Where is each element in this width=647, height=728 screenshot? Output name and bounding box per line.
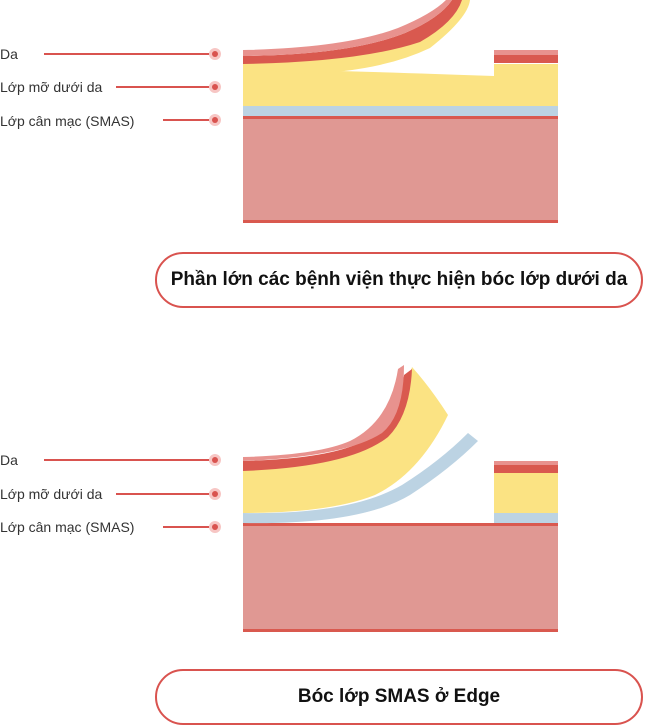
bottom-leader-fat: [116, 493, 212, 495]
top-muscle-bottom-line: [243, 220, 558, 223]
bottom-muscle-bottom-line: [243, 629, 558, 632]
bottom-muscle-top-line: [243, 523, 558, 526]
bottom-dot-fat: [209, 488, 221, 500]
bottom-right-skin-light: [494, 461, 558, 465]
bottom-peeled-skin-dark: [243, 369, 412, 471]
bottom-dot-skin: [209, 454, 221, 466]
bottom-label-fat: Lớp mỡ dưới da: [0, 486, 103, 502]
bottom-leader-skin: [44, 459, 212, 461]
top-smas-layer: [243, 106, 558, 116]
bottom-right-skin-dark: [494, 465, 558, 473]
bottom-layer-diagram: [243, 365, 558, 632]
bottom-muscle-block: [243, 523, 558, 632]
top-muscle-block: [243, 116, 558, 223]
bottom-peeled-smas: [243, 433, 478, 524]
bottom-peeled-fat: [243, 367, 448, 513]
bottom-dot-smas: [209, 521, 221, 533]
top-dot-skin: [209, 48, 221, 60]
top-dot-fat: [209, 81, 221, 93]
top-caption: Phần lớn các bệnh viện thực hiện bóc lớp…: [155, 252, 643, 308]
bottom-caption: Bóc lớp SMAS ở Edge: [155, 669, 643, 725]
top-leader-skin: [44, 53, 212, 55]
top-muscle-top-line: [243, 116, 558, 119]
top-leader-smas: [163, 119, 212, 121]
top-panel: Da Lớp mỡ dưới da Lớp cân mạc (SMAS) Phầ…: [0, 0, 647, 330]
top-dot-smas: [209, 114, 221, 126]
top-label-smas: Lớp cân mạc (SMAS): [0, 113, 135, 129]
top-leader-fat: [116, 86, 212, 88]
top-label-fat: Lớp mỡ dưới da: [0, 79, 103, 95]
bottom-peeled-skin-light: [243, 365, 404, 461]
top-peeled-skin-light: [243, 0, 452, 56]
top-right-skin-light: [494, 50, 558, 55]
bottom-right-smas: [494, 513, 558, 523]
bottom-right-fat: [494, 473, 558, 513]
bottom-label-smas: Lớp cân mạc (SMAS): [0, 519, 135, 535]
bottom-leader-smas: [163, 526, 212, 528]
top-layer-diagram: [243, 0, 558, 223]
top-label-skin: Da: [0, 46, 18, 62]
top-right-skin-dark: [494, 55, 558, 63]
bottom-panel: Da Lớp mỡ dưới da Lớp cân mạc (SMAS) Bóc…: [0, 345, 647, 728]
bottom-label-skin: Da: [0, 452, 18, 468]
top-peeled-skin-dark: [243, 0, 462, 64]
